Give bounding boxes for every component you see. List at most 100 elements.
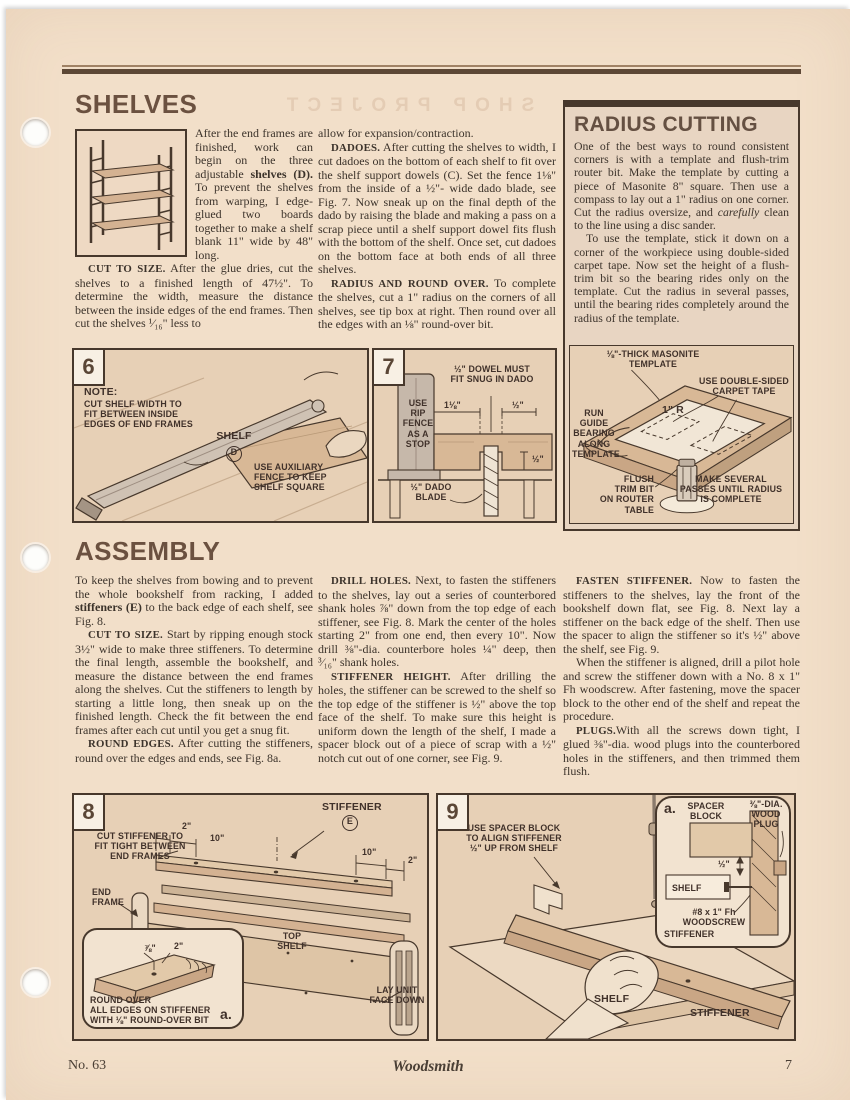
several-passes-label: MAKE SEVERAL PASSES UNTIL RADIUS IS COMP… [679,474,783,505]
figure-6-number-text: 6 [82,354,95,379]
figure-8-stiffener-label: STIFFENER [322,801,382,813]
plugs-paragraph: PLUGS.With all the screws down tight, I … [563,722,800,779]
figure-9a-height-dim: ½" [718,859,730,869]
assembly-intro-text: To keep the shelves from bowing and to p… [75,574,313,601]
figure-6-number: 6 [74,350,105,386]
bookshelf-illustration [89,140,175,250]
radius-para-1: One of the best ways to round consistent… [574,139,789,232]
radius-cutting-diagram: ⅛"-THICK MASONITE TEMPLATE USE DOUBLE-SI… [569,345,794,524]
assembly-cut-lead: CUT TO SIZE. [88,629,163,641]
figure-8a-end-dim: 2" [174,941,184,951]
shelves-intro-paragraph: After the end frames are finished, work … [75,127,313,262]
figure-8-dim-10in-right: 10" [362,847,377,857]
figure-9a-wood-plug-label: ⅜"-DIA. WOOD PLUG [749,799,783,830]
radius-cutting-text: One of the best ways to round consistent… [574,139,789,325]
figure-9-number-text: 9 [446,799,459,824]
magazine-page: SHOP PROJECT SHELVES [6,9,850,1100]
figure-8-dim-10in-left: 10" [210,833,225,843]
assembly-intro-paragraph: To keep the shelves from bowing and to p… [75,574,313,628]
assembly-intro-bold: stiffeners (E) [75,600,142,614]
figure-7: 7 ½" DOWEL MUST FIT SNUG IN DADO USE RIP… [372,348,557,523]
punch-hole-top [22,119,49,146]
circled-letter-d: D [226,446,242,462]
assembly-cut-text: Start by ripping enough stock 3½" wide t… [75,627,313,737]
fasten-stiffener-lead: FASTEN STIFFENER. [576,575,693,587]
figure-6: 6 NOTE: CUT SHELF WIDTH TO FIT BETWEEN I… [72,348,369,523]
assembly-column-1: To keep the shelves from bowing and to p… [75,574,313,789]
figure-8-number-text: 8 [82,799,95,824]
figure-8-number: 8 [74,795,105,831]
figure-9a-stiffener-label: STIFFENER [664,929,715,939]
figure-6-note-text: CUT SHELF WIDTH TO FIT BETWEEN INSIDE ED… [84,399,193,430]
assembly-cut-to-size-paragraph: CUT TO SIZE. Start by ripping enough sto… [75,627,313,737]
stiffener-height-lead: STIFFENER HEIGHT. [331,670,451,683]
assembly-heading: ASSEMBLY [75,536,221,566]
radius-cutting-tipbox: RADIUS CUTTING One of the best ways to r… [563,100,800,531]
cut-to-size-text: After the glue dries, cut the shelves to… [75,261,313,330]
stiffener-height-paragraph: STIFFENER HEIGHT. After drilling the hol… [318,669,556,766]
round-edges-lead: ROUND EDGES. [88,738,174,750]
page-top-rule-bar [62,69,801,74]
figure-6-shelf-label: SHELF [216,430,252,442]
bookshelf-thumbnail [75,129,187,257]
intro-bold-callout: shelves (D). [250,166,314,181]
figure-8-lay-unit-label: LAY UNIT FACE DOWN [369,985,425,1006]
figure-8a-hole-dim: ⅞" [144,943,156,953]
figure-7-dowel-label: ½" DOWEL MUST FIT SNUG IN DADO [450,364,534,385]
figure-9a-shelf-label: SHELF [672,883,702,893]
shelves-column-2: allow for expansion/contraction. DADOES.… [318,127,556,348]
cut-to-size-lead: CUT TO SIZE. [88,263,166,275]
dadoes-paragraph: DADOES. After cutting the shelves to wid… [318,139,556,277]
dadoes-text: After cutting the shelves to width, I cu… [318,139,556,276]
assembly-column-3: FASTEN STIFFENER. Now to fasten the stif… [563,574,800,789]
figure-7-number: 7 [374,350,405,386]
figure-7-dado-depth-dim: ½" [532,454,544,464]
figure-8: 8 STIFFENER E 2" 10" 10" 2" CUT STIFFENE… [72,793,429,1041]
figure-8-dim-2in-left: 2" [182,821,192,831]
masonite-template-label: ⅛"-THICK MASONITE TEMPLATE [606,349,700,370]
radius-roundover-paragraph: RADIUS AND ROUND OVER. To complete the s… [318,275,556,332]
figure-9a-woodscrew-label: #8 x 1" Fh WOODSCREW [682,907,746,928]
figure-8-dim-2in-right: 2" [408,855,418,865]
figure-9-number: 9 [438,795,469,831]
shelves-column-1: After the end frames are finished, work … [75,127,313,348]
continuation-line: allow for expansion/contraction. [318,127,474,140]
drill-holes-lead: DRILL HOLES. [331,575,411,587]
figure-7-dado-width-dim: ½" [512,400,524,410]
figure-8-stiffener-letter-badge: E [342,815,358,831]
guide-bearing-label: RUN GUIDE BEARING ALONG TEMPLATE [572,408,620,459]
flush-trim-bit-label: FLUSH TRIM BIT ON ROUTER TABLE [599,474,654,515]
figure-9-spacer-note: USE SPACER BLOCK TO ALIGN STIFFENER ½" U… [466,823,562,854]
cut-to-size-paragraph: CUT TO SIZE. After the glue dries, cut t… [75,261,313,331]
figure-7-illustration [378,373,553,519]
figure-9-illustration [448,795,794,1039]
figure-7-rip-fence-label: USE RIP FENCE AS A STOP [402,398,434,449]
footer-page-number: 7 [785,1058,792,1073]
figure-6-note-lead: NOTE: [84,386,118,398]
footer-magazine-title: Woodsmith [392,1058,464,1075]
one-inch-radius-label: 1" R [662,404,684,416]
figure-9a-spacer-block-label: SPACER BLOCK [687,801,725,822]
drill-holes-text: Next, to fasten the stiffeners to the sh… [318,574,556,669]
intro-text: After the end frames are finished, work … [195,127,313,181]
radius-para-1-italic: carefully [717,205,760,220]
round-edges-text: After cutting the stiffeners, round over… [75,736,313,765]
radius-roundover-text: To complete the shelves, cut a 1" radius… [318,275,556,331]
footer-issue-number: No. 63 [68,1058,107,1073]
radius-para-1-text: One of the best ways to round consistent… [574,139,789,220]
radius-cutting-heading: RADIUS CUTTING [574,113,758,136]
circled-letter-e: E [342,815,358,831]
dadoes-lead: DADOES. [331,141,381,154]
bleed-through-title: SHOP PROJECT [277,95,535,116]
plugs-text: With all the screws down tight, I glued … [563,722,800,778]
figure-7-offset-dim: 1⅛" [444,400,461,410]
assembly-column-2: DRILL HOLES. Next, to fasten the stiffen… [318,574,556,789]
plugs-lead: PLUGS. [576,724,616,737]
figure-6-illustration [74,371,367,521]
radius-roundover-lead: RADIUS AND ROUND OVER. [331,277,489,290]
figure-8-illustration [82,830,419,1036]
page-top-rule [62,65,801,76]
round-edges-paragraph: ROUND EDGES. After cutting the stiffener… [75,736,313,765]
figure-6-shelf-letter-badge: D [226,446,242,462]
figure-8a-roundover-label: ROUND OVER ALL EDGES ON STIFFENER WITH ⅛… [90,995,211,1026]
